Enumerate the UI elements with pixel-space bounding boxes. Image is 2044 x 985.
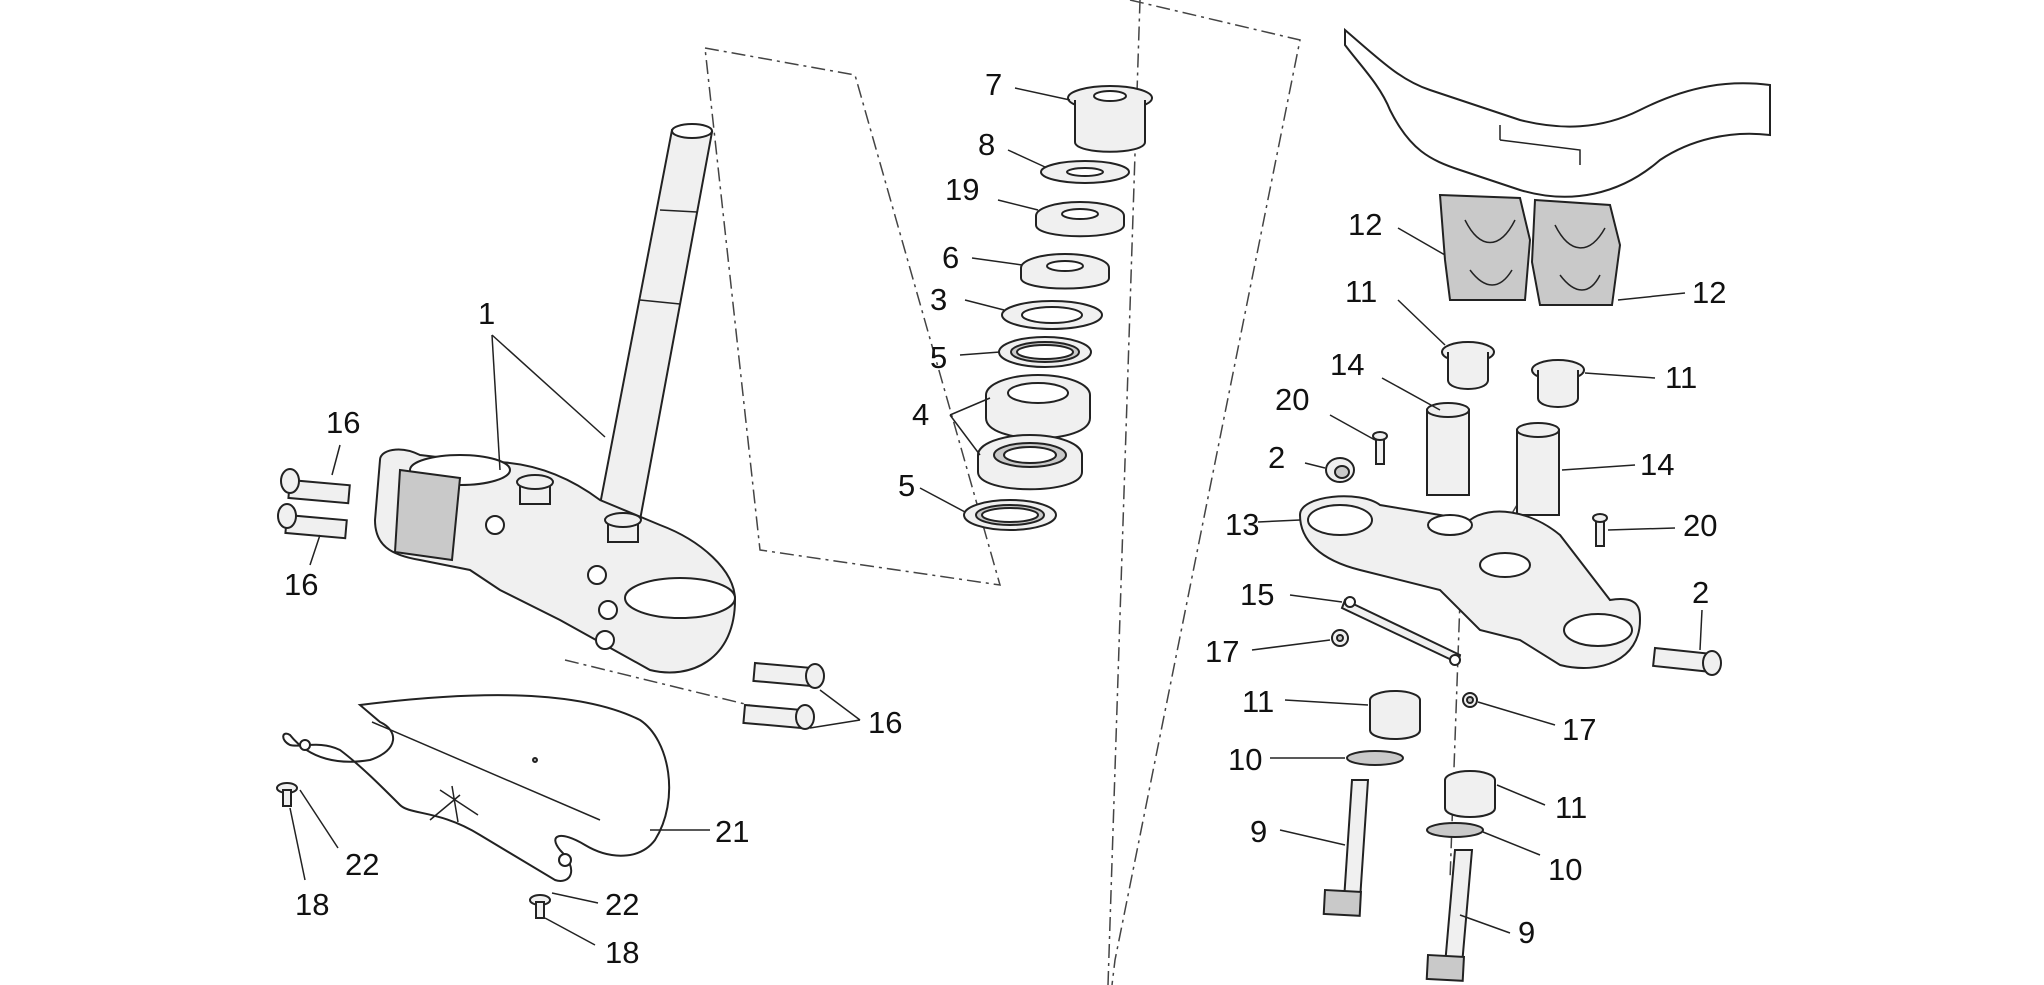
callout-20-left: 20 xyxy=(1275,382,1309,417)
callout-2-right: 2 xyxy=(1692,575,1709,610)
bearing-4-upper xyxy=(985,374,1091,440)
callout-20-right: 20 xyxy=(1683,508,1717,543)
washer-lower-right xyxy=(1426,822,1484,838)
callout-4: 4 xyxy=(912,397,929,432)
bushing-lower-left xyxy=(1369,690,1421,740)
cap-2-left xyxy=(1325,457,1355,483)
callout-12-right: 12 xyxy=(1692,275,1726,310)
nut-17-right xyxy=(1462,692,1478,708)
washer-3 xyxy=(1001,300,1103,330)
callout-11-lower-left: 11 xyxy=(1242,684,1274,719)
callout-18-right: 18 xyxy=(605,935,639,970)
callout-13: 13 xyxy=(1225,507,1259,542)
callout-11-upper-right: 11 xyxy=(1665,360,1697,395)
bearing-4-lower xyxy=(977,434,1083,491)
callout-14-right: 14 xyxy=(1640,447,1674,482)
bushing-lower-right xyxy=(1444,770,1496,818)
clamp-bolt-16-c xyxy=(752,661,825,689)
callout-5-upper: 5 xyxy=(930,340,947,375)
screw-18-right xyxy=(529,894,551,919)
ring-nut-6 xyxy=(1020,253,1110,290)
upper-triple-clamp xyxy=(1298,495,1642,669)
callout-6: 6 xyxy=(942,240,959,275)
bolt-9-right xyxy=(1425,849,1474,982)
callout-18-left: 18 xyxy=(295,887,329,922)
callout-9-right: 9 xyxy=(1518,915,1535,950)
screw-20-right xyxy=(1592,513,1608,547)
callout-8: 8 xyxy=(978,127,995,162)
callout-16-top: 16 xyxy=(326,405,360,440)
bolt-9-left xyxy=(1322,779,1370,917)
ring-nut-19 xyxy=(1035,201,1125,238)
leader-lines xyxy=(289,87,1703,946)
callout-14-left: 14 xyxy=(1330,347,1364,382)
callout-22-left: 22 xyxy=(345,847,379,882)
callout-12-left: 12 xyxy=(1348,207,1382,242)
handlebar-clamp-left xyxy=(1438,193,1532,301)
washer-lower-left xyxy=(1346,750,1404,766)
bolt-2-right xyxy=(1652,646,1722,676)
callout-17-left: 17 xyxy=(1205,634,1239,669)
lower-triple-clamp xyxy=(373,448,737,674)
guard-plate xyxy=(282,694,671,882)
callout-22-right: 22 xyxy=(605,887,639,922)
nut-17-left xyxy=(1331,629,1349,647)
callout-labels: 1 2 2 3 4 5 5 6 7 8 9 9 10 10 11 11 11 1… xyxy=(284,67,1726,970)
bushing-upper-left xyxy=(1441,341,1495,390)
screw-20-left xyxy=(1372,431,1388,465)
callout-11-upper-left: 11 xyxy=(1345,274,1377,309)
clamp-bolt-16-b xyxy=(277,503,348,540)
screw-18-left xyxy=(276,782,298,807)
callout-2-left: 2 xyxy=(1268,440,1285,475)
callout-9-left: 9 xyxy=(1250,814,1267,849)
washer-8 xyxy=(1040,160,1130,184)
callout-3: 3 xyxy=(930,282,947,317)
bushing-upper-right xyxy=(1531,359,1585,408)
callout-21: 21 xyxy=(715,814,749,849)
bracket-15 xyxy=(1340,596,1462,666)
handlebar-clamp-right xyxy=(1530,198,1622,306)
seal-5-lower xyxy=(963,499,1057,531)
callout-16-bottom: 16 xyxy=(284,567,318,602)
steering-stem xyxy=(596,123,714,522)
seal-5-upper xyxy=(998,336,1092,368)
callout-17-right: 17 xyxy=(1562,712,1596,747)
callout-5-lower: 5 xyxy=(898,468,915,503)
callout-10-right: 10 xyxy=(1548,852,1582,887)
clamp-bolt-16-a xyxy=(280,468,351,505)
callout-10-left: 10 xyxy=(1228,742,1262,777)
adjuster-nut-7 xyxy=(1067,85,1153,153)
spacer-tube-right xyxy=(1516,422,1560,516)
callout-7: 7 xyxy=(985,67,1002,102)
handlebar xyxy=(1344,27,1771,198)
spacer-tube-left xyxy=(1426,402,1470,496)
callout-19: 19 xyxy=(945,172,979,207)
callout-15: 15 xyxy=(1240,577,1274,612)
callout-11-lower-right: 11 xyxy=(1555,790,1587,825)
callout-16-right: 16 xyxy=(868,705,902,740)
callout-1: 1 xyxy=(478,296,495,331)
clamp-bolt-16-d xyxy=(742,703,815,730)
